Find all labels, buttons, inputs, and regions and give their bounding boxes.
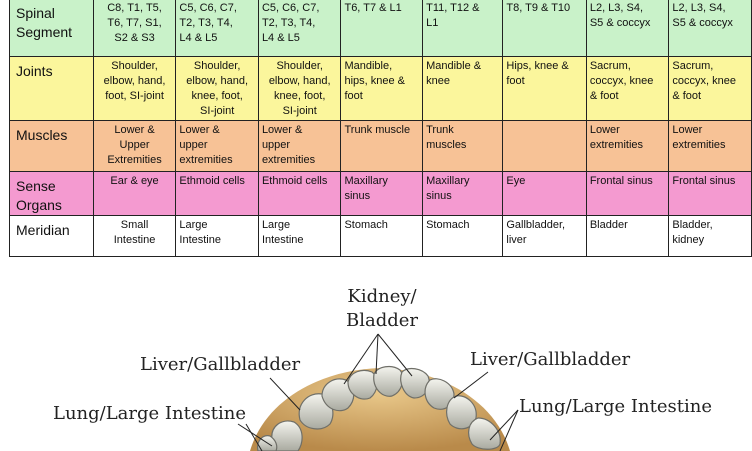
tooth [373,365,404,397]
tooth [400,367,430,399]
table-cell: Maxillary sinus [422,171,504,216]
tooth [347,369,378,400]
table-cell: Shoulder, elbow, hand, foot, SI-joint [92,56,177,121]
table-cell [502,120,587,172]
label-lung-large-intestine-right: Lung/Large Intestine [519,396,712,417]
row-header: Spinal Segment [9,0,94,57]
table-cell: Frontal sinus [668,171,752,216]
table-cell: Lower & upper extremities [257,120,342,172]
table-cell: Mandible, hips, knee & foot [340,56,424,121]
table-cell: Shoulder, elbow, hand, knee, foot, SI-jo… [257,56,342,121]
row-sense-organs: Sense Organs Ear & eye Ethmoid cells Eth… [9,171,752,216]
table-cell: Stomach [422,215,504,257]
gum-shape [250,368,510,451]
row-header: Sense Organs [9,171,94,216]
label-liver-gallbladder-left: Liver/Gallbladder [140,354,301,375]
tooth [424,378,455,410]
table-cell: L2, L3, S4, S5 & coccyx [585,0,670,57]
tooth [321,378,355,412]
table-cell: Ear & eye [92,171,177,216]
table-cell: Ethmoid cells [175,171,259,216]
row-joints: Joints Shoulder, elbow, hand, foot, SI-j… [9,56,752,121]
meridian-table: Spinal Segment C8, T1, T5, T6, T7, S1, S… [9,0,752,257]
row-muscles: Muscles Lower & Upper Extremities Lower … [9,120,752,172]
table-cell: C8, T1, T5, T6, T7, S1, S2 & S3 [92,0,177,57]
tooth [298,393,334,430]
label-liver-gallbladder-right: Liver/Gallbladder [470,349,631,370]
row-spinal-segment: Spinal Segment C8, T1, T5, T6, T7, S1, S… [9,0,752,57]
table-cell: Bladder, kidney [668,215,752,257]
table-cell: Trunk muscle [340,120,424,172]
table-cell: L2, L3, S4, S5 & coccyx [668,0,752,57]
table-cell: Sacrum, coccyx, knee & foot [585,56,670,121]
table-cell: Small Intestine [92,215,177,257]
table-cell: C5, C6, C7, T2, T3, T4, L4 & L5 [257,0,342,57]
table-cell: Stomach [340,215,424,257]
tooth [257,435,278,451]
table-cell: T11, T12 & L1 [422,0,504,57]
table-cell: T8, T9 & T10 [502,0,587,57]
table-cell: Ethmoid cells [257,171,342,216]
table-cell: Lower & upper extremities [175,120,259,172]
tooth [446,395,477,430]
label-kidney-bladder: Kidney/ Bladder [346,286,419,331]
row-header: Muscles [9,120,94,172]
table-cell: Lower extremities [585,120,670,172]
table-cell: Hips, knee & foot [502,56,587,121]
table-cell: Mandible & knee [422,56,504,121]
tooth [271,420,303,451]
table-cell: Gallbladder, liver [502,215,587,257]
table-cell: Lower & Upper Extremities [92,120,177,172]
tooth [468,417,501,450]
teeth-arch [257,365,501,451]
table-cell: Maxillary sinus [340,171,424,216]
table-cell: T6, T7 & L1 [340,0,424,57]
row-header: Joints [9,56,94,121]
table-cell: Trunk muscles [422,120,504,172]
table-cell: Large Intestine [257,215,342,257]
table-cell: Bladder [585,215,670,257]
table-cell: Frontal sinus [585,171,670,216]
table-cell: Lower extremities [668,120,752,172]
label-lung-large-intestine-left: Lung/Large Intestine [53,403,246,424]
row-meridian: Meridian Small Intestine Large Intestine… [9,215,752,257]
table-cell: Large Intestine [175,215,259,257]
row-header: Meridian [9,215,94,257]
table-cell: C5, C6, C7, T2, T3, T4, L4 & L5 [175,0,259,57]
table-cell: Shoulder, elbow, hand, knee, foot, SI-jo… [175,56,259,121]
table-cell: Sacrum, coccyx, knee & foot [668,56,752,121]
table-cell: Eye [502,171,587,216]
